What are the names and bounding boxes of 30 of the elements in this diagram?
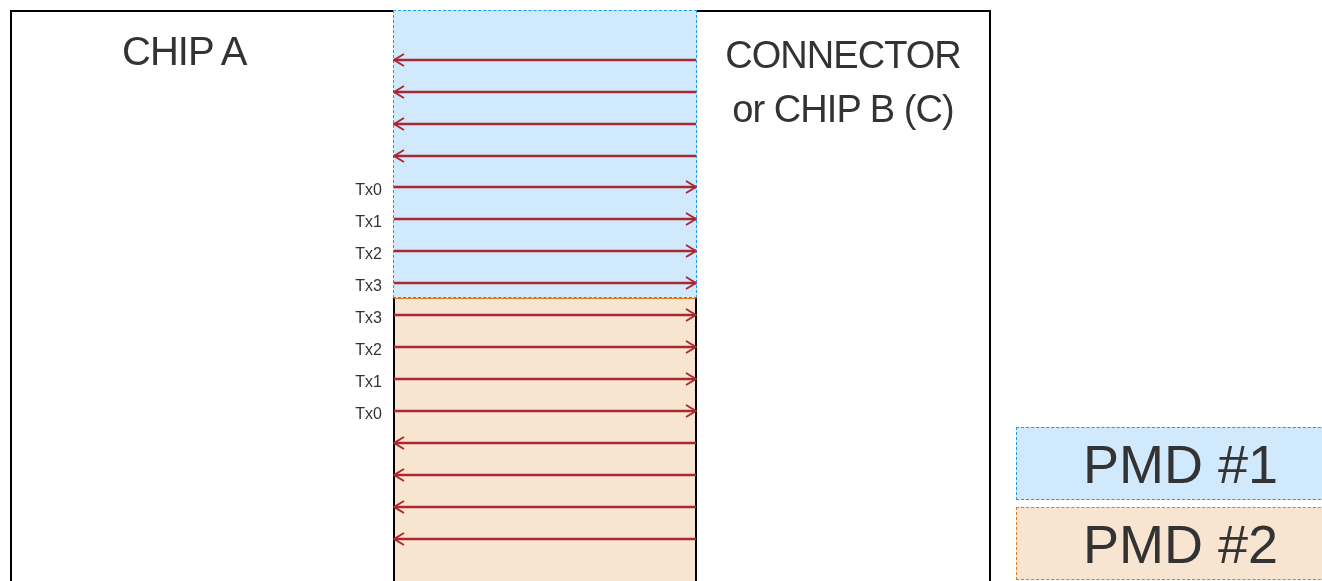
signal-arrow (393, 500, 696, 514)
signal-arrow (394, 244, 697, 258)
signal-arrow (394, 212, 697, 226)
signal-arrow (393, 468, 696, 482)
signal-arrow (393, 53, 696, 67)
chip-region (10, 10, 393, 581)
signal-arrow (393, 149, 696, 163)
signal-label: Tx3 (355, 309, 382, 327)
signal-label: Tx0 (355, 181, 382, 199)
signal-label: Tx3 (355, 277, 382, 295)
signal-label: Tx0 (355, 405, 382, 423)
signal-arrow (394, 372, 697, 386)
signal-arrow (394, 308, 697, 322)
signal-arrow (394, 276, 697, 290)
signal-arrow (394, 340, 697, 354)
chip-label: CHIP A (122, 28, 247, 74)
legend-box: PMD #2 (1016, 507, 1322, 580)
signal-label: Tx2 (355, 245, 382, 263)
connector-region (697, 10, 991, 581)
signal-arrow (393, 117, 696, 131)
signal-label: Tx2 (355, 341, 382, 359)
signal-arrow (393, 85, 696, 99)
signal-arrow (394, 180, 697, 194)
signal-label: Tx1 (355, 373, 382, 391)
signal-arrow (393, 532, 696, 546)
connector-label: CONNECTOR or CHIP B (C) (724, 33, 962, 132)
signal-arrow (394, 404, 697, 418)
signal-label: Tx1 (355, 213, 382, 231)
legend-box: PMD #1 (1016, 427, 1322, 500)
signal-arrow (393, 436, 696, 450)
